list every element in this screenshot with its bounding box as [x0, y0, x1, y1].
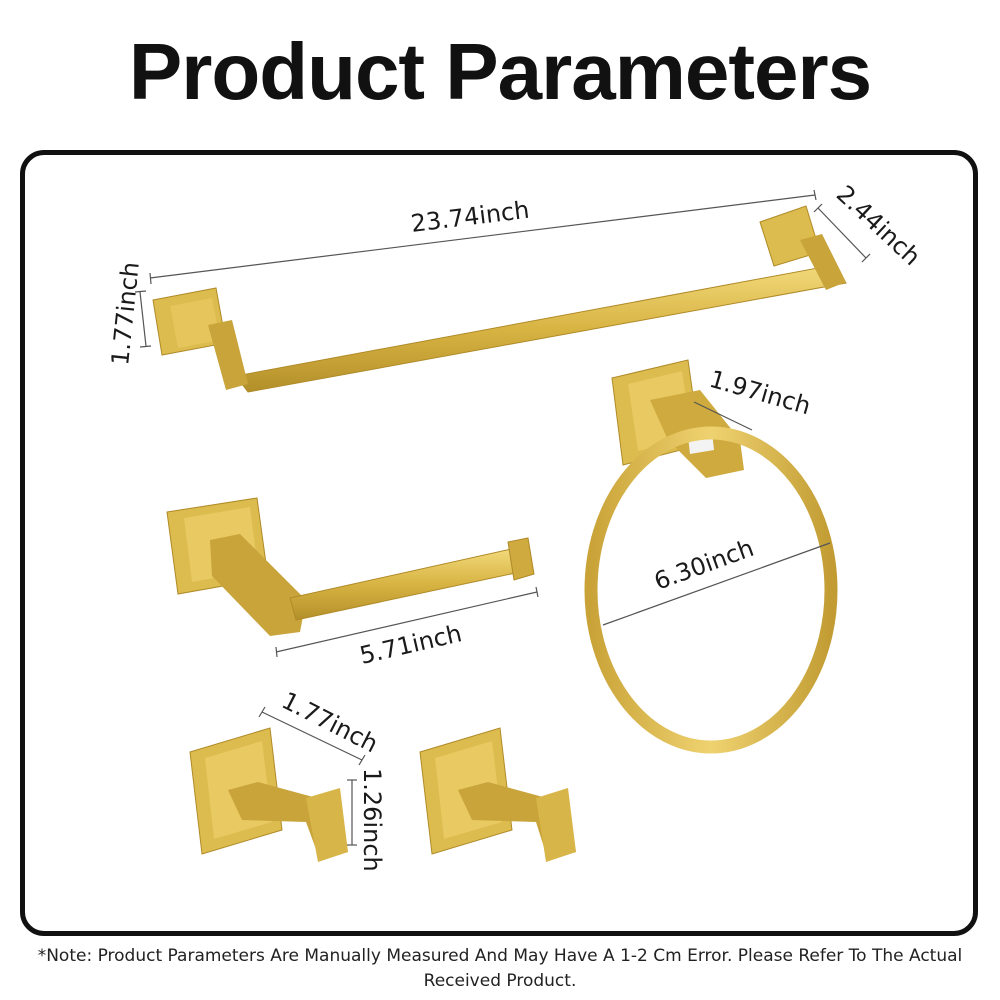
- dim-towel-bar-depth: 2.44inch: [831, 180, 926, 271]
- robe-hook-left: [189, 727, 348, 862]
- dim-towel-bar-height: 1.77inch: [106, 261, 145, 367]
- robe-hook-right: [419, 727, 576, 862]
- dim-towel-bar-length: 23.74inch: [409, 196, 531, 238]
- dim-holder-length: 5.71inch: [357, 619, 464, 670]
- page-title: Product Parameters: [128, 27, 872, 116]
- towel-ring: [584, 359, 838, 754]
- dim-hook-height: 1.26inch: [358, 768, 386, 872]
- product-frame: [20, 150, 978, 936]
- dimension-lines: [134, 189, 871, 846]
- dim-hook-width: 1.77inch: [277, 686, 382, 758]
- dim-ring-depth: 1.97inch: [706, 365, 813, 421]
- towel-bar: [152, 205, 847, 393]
- disclaimer-note: *Note: Product Parameters Are Manually M…: [37, 946, 963, 991]
- dim-ring-diameter: 6.30inch: [650, 534, 757, 596]
- toilet-paper-holder: [166, 497, 535, 636]
